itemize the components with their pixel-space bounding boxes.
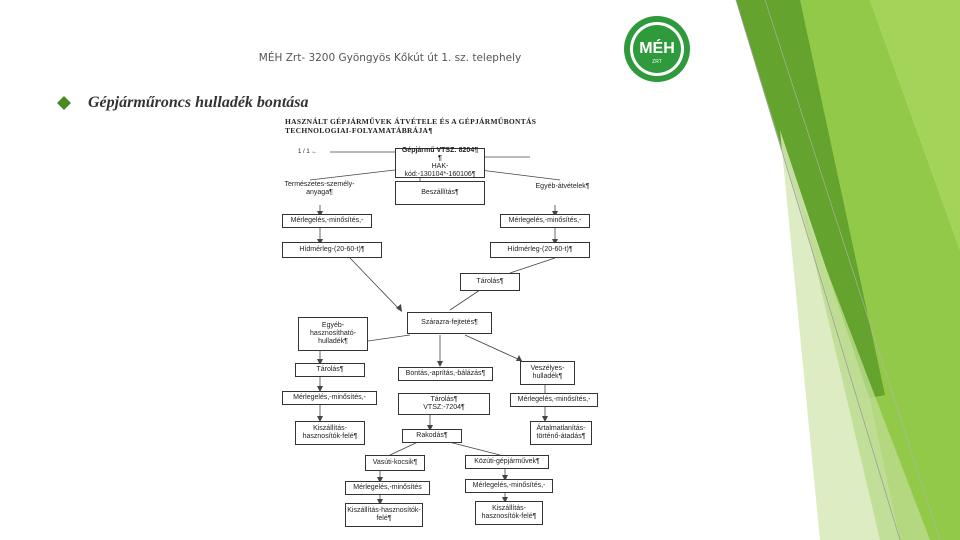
bridge-scale-right: Hídmérleg-(20-60-t)¶ — [490, 242, 590, 258]
weigh-left-box: Mérlegelés,-minősítés,- — [282, 214, 372, 228]
storage-left-box: Tárolás¶ — [295, 363, 365, 377]
weigh-bottom-left-box: Mérlegelés,-minősítés — [345, 481, 430, 495]
header-address: MÉH Zrt- 3200 Gyöngyös Kőkút út 1. sz. t… — [258, 52, 522, 64]
loading-box: Rakodás¶ — [402, 429, 462, 443]
hazardous-waste-box: Veszélyes-hulladék¶ — [520, 361, 575, 385]
storage-mid-line2: VTSZ:-7204¶ — [423, 404, 465, 411]
transport-box: Beszállítás¶ — [395, 181, 485, 205]
process-flow-diagram: HASZNÁLT GÉPJÁRMŰVEK ÁTVÉTELE ÉS A GÉPJÁ… — [280, 115, 610, 540]
diagram-title-line2: TECHNOLOGIAI-FOLYAMATÁBRÁJA¶ — [285, 126, 433, 135]
delivery-bottom-right-box: Kiszállítás-hasznosítók-felé¶ — [475, 501, 543, 525]
diagram-title: HASZNÁLT GÉPJÁRMŰVEK ÁTVÉTELE ÉS A GÉPJÁ… — [285, 117, 600, 135]
delivery-left-box: Kiszállítás-hasznosítók-felé¶ — [295, 421, 365, 445]
weigh-right-box: Mérlegelés,-minősítés,- — [500, 214, 590, 228]
vehicle-box: Gépjármű VTSZ: 8204¶ ¶ HAK-kód:-130104*-… — [395, 146, 485, 179]
road-vehicles-box: Közúti-gépjárművek¶ — [465, 455, 549, 469]
vehicle-box-line3: HAK-kód:-130104*-160106¶ — [404, 163, 476, 179]
vehicle-box-line1: Gépjármű VTSZ: 8204¶ — [401, 146, 479, 154]
weigh-right2-box: Mérlegelés,-minősítés,- — [510, 393, 598, 407]
slide-title: Gépjárműroncs hulladék bontása — [88, 94, 309, 111]
dry-preparation-box: Szárazra-fejtetés¶ — [407, 312, 492, 334]
weigh-bottom-right-box: Mérlegelés,-minősítés,- — [465, 479, 553, 493]
dismantle-box: Bontás,-aprítás,-bálázás¶ — [398, 367, 493, 381]
logo-text: MÉH — [639, 38, 675, 57]
other-receipts: Egyéb-átvételek¶ — [535, 183, 590, 190]
state-handover-box: Ártalmatlanítás-történő-átadás¶ — [530, 421, 592, 445]
rail-cars-box: Vasúti-kocsik¶ — [365, 455, 425, 471]
storage-mid-box: Tárolás¶ VTSZ:-7204¶ — [398, 393, 490, 415]
storage-top-box: Tárolás¶ — [460, 273, 520, 291]
bridge-scale-left: Hídmérleg-(20-60-t)¶ — [282, 242, 382, 258]
recyclable-waste-box: Egyéb-hasznosítható-hulladék¶ — [298, 317, 368, 351]
storage-mid-line1: Tárolás¶ — [430, 395, 458, 403]
page-mark: 1 / 1 ← — [298, 149, 318, 155]
vehicle-box-line2: ¶ — [438, 154, 442, 162]
diagram-title-line1: HASZNÁLT GÉPJÁRMŰVEK ÁTVÉTELE ÉS A GÉPJÁ… — [285, 117, 537, 126]
weigh-left2-box: Mérlegelés,-minősítés,- — [282, 391, 377, 405]
logo-subtext: ZRT — [652, 59, 662, 65]
natural-person-material: Természetes-személy-anyaga¶ — [284, 181, 355, 197]
delivery-bottom-left-box: Kiszállítás-hasznosítók-felé¶ — [345, 503, 423, 527]
meh-logo: MÉH ZRT — [624, 16, 690, 82]
flow-arrows — [309, 151, 561, 505]
diamond-bullet-icon — [57, 96, 71, 110]
